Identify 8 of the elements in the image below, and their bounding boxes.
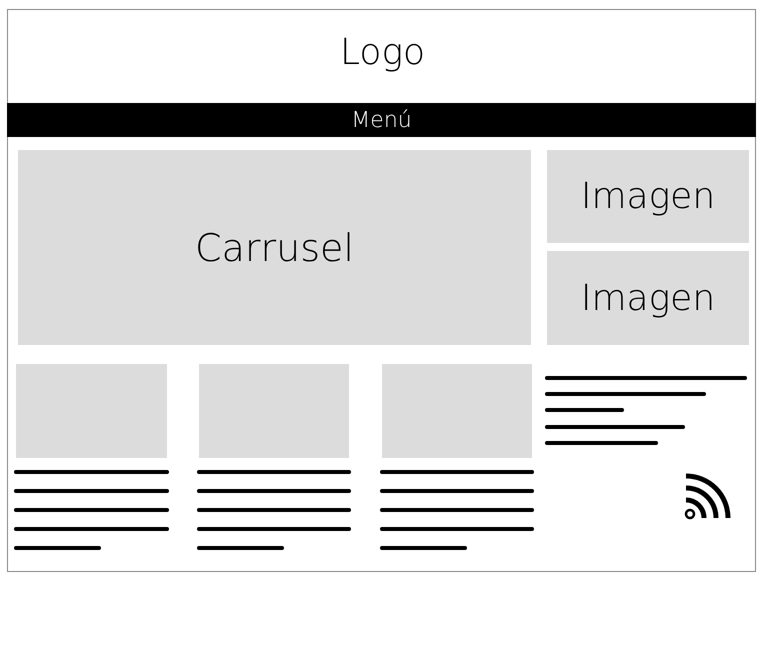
image-placeholder bbox=[382, 364, 532, 458]
image-panel: Imagen bbox=[547, 251, 749, 345]
carousel-panel: Carrusel bbox=[18, 150, 531, 345]
menu-bar: Menú bbox=[7, 103, 756, 137]
header-heading: Logo bbox=[340, 32, 426, 73]
image-placeholder bbox=[16, 364, 167, 458]
image-placeholder bbox=[199, 364, 349, 458]
image-panel: Imagen bbox=[547, 150, 749, 243]
